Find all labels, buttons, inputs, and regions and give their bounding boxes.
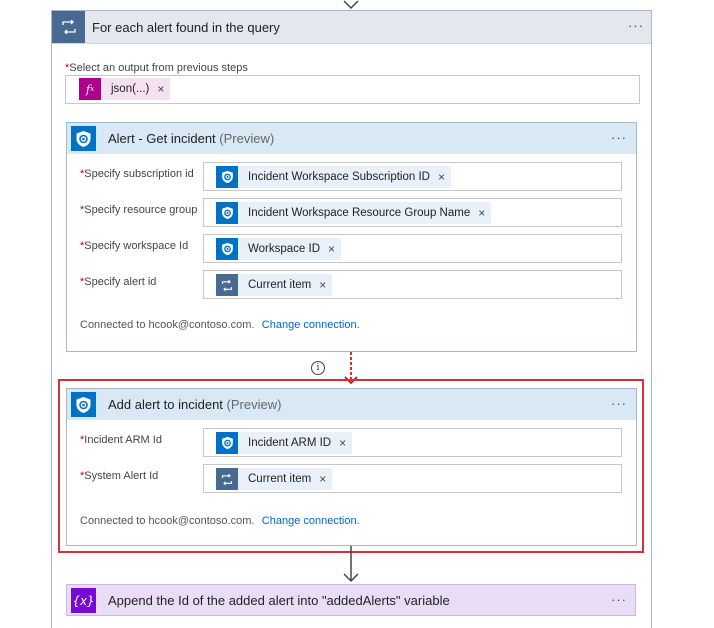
preview-label: (Preview) [226,397,282,412]
token-label: Current item [248,279,312,291]
connected-text: Connected to hcook@contoso.com. [80,319,255,331]
field-label-system-alert: *System Alert Id [80,470,158,482]
subscription-token[interactable]: Incident Workspace Subscription ID × [216,166,451,188]
field-label-text: Specify workspace Id [84,240,189,252]
add-alert-header[interactable]: Add alert to incident (Preview) ··· [67,389,636,420]
field-label-resource-group: *Specify resource group [80,204,197,216]
field-label-incident-arm: *Incident ARM Id [80,434,162,446]
incoming-arrow [343,0,359,10]
foreach-menu-button[interactable]: ··· [628,18,644,33]
get-incident-title-text: Alert - Get incident [108,131,216,146]
field-label-text: System Alert Id [84,470,159,482]
required-marker: * [80,240,85,252]
incident-arm-token[interactable]: Incident ARM ID × [216,432,353,454]
workspace-id-input[interactable]: Workspace ID × [203,234,622,263]
get-incident-menu-button[interactable]: ··· [611,130,627,145]
remove-token-button[interactable]: × [478,206,486,220]
connection-info: Connected to hcook@contoso.com. Change c… [80,513,360,527]
get-incident-header[interactable]: Alert - Get incident (Preview) ··· [67,123,636,154]
preview-label: (Preview) [219,131,275,146]
current-item-token[interactable]: Current item × [216,468,333,490]
remove-token-button[interactable]: × [339,436,347,450]
connected-text: Connected to hcook@contoso.com. [80,515,255,527]
required-marker: * [80,204,85,216]
incident-arm-id-input[interactable]: Incident ARM ID × [203,428,622,457]
required-marker: * [65,62,70,74]
token-label: Workspace ID [248,243,321,255]
remove-token-button[interactable]: × [319,472,327,486]
field-label-text: Specify alert id [84,276,157,288]
remove-token-button[interactable]: × [157,82,165,96]
remove-token-button[interactable]: × [328,242,336,256]
append-variable-card[interactable]: {x} Append the Id of the added alert int… [66,584,636,616]
field-label-subscription: *Specify subscription id [80,168,194,180]
workspace-token[interactable]: Workspace ID × [216,238,342,260]
variable-icon: {x} [71,588,96,613]
field-label-text: Incident ARM Id [84,434,162,446]
resource-group-token[interactable]: Incident Workspace Resource Group Name × [216,202,492,224]
loop-icon [52,11,85,43]
append-variable-title: Append the Id of the added alert into "a… [108,593,450,608]
variable-icon-text: {x} [72,593,95,608]
token-label: Incident ARM ID [248,437,332,449]
sentinel-shield-icon [71,392,96,417]
add-alert-menu-button[interactable]: ··· [611,396,627,411]
required-marker: * [80,276,85,288]
connection-info: Connected to hcook@contoso.com. Change c… [80,317,360,331]
loop-icon [216,274,238,296]
field-label-workspace: *Specify workspace Id [80,240,188,252]
change-connection-link[interactable]: Change connection. [261,515,360,527]
info-symbol: i [316,363,320,373]
required-marker: * [80,470,85,482]
sentinel-shield-icon [216,432,238,454]
subscription-id-input[interactable]: Incident Workspace Subscription ID × [203,162,622,191]
foreach-header[interactable]: For each alert found in the query ··· [52,11,651,44]
add-alert-card: Add alert to incident (Preview) ··· *Inc… [66,388,637,546]
field-label-text: Specify subscription id [84,168,194,180]
json-token-label: json(...) [111,83,150,95]
change-connection-link[interactable]: Change connection. [261,319,360,331]
token-label: Current item [248,473,312,485]
system-alert-id-input[interactable]: Current item × [203,464,622,493]
current-item-token[interactable]: Current item × [216,274,333,296]
info-icon[interactable]: i [311,361,325,375]
alert-id-input[interactable]: Current item × [203,270,622,299]
field-label-text: Specify resource group [84,204,198,216]
resource-group-input[interactable]: Incident Workspace Resource Group Name × [203,198,622,227]
output-label-text: Select an output from previous steps [69,62,248,74]
loop-icon [216,468,238,490]
remove-token-button[interactable]: × [437,170,445,184]
remove-token-button[interactable]: × [319,278,327,292]
sentinel-shield-icon [216,166,238,188]
output-label: *Select an output from previous steps [65,62,248,74]
get-incident-card: Alert - Get incident (Preview) ··· *Spec… [66,122,637,352]
required-marker: * [80,434,85,446]
get-incident-title: Alert - Get incident (Preview) [108,131,274,146]
step-connector [343,546,359,583]
required-marker: * [80,168,85,180]
sentinel-shield-icon [216,238,238,260]
foreach-title: For each alert found in the query [92,20,280,35]
sentinel-shield-icon [71,126,96,151]
sentinel-shield-icon [216,202,238,224]
token-label: Incident Workspace Subscription ID [248,171,430,183]
token-label: Incident Workspace Resource Group Name [248,207,471,219]
append-menu-button[interactable]: ··· [611,592,627,607]
field-label-alert-id: *Specify alert id [80,276,156,288]
add-alert-title-text: Add alert to incident [108,397,223,412]
add-alert-title: Add alert to incident (Preview) [108,397,281,412]
